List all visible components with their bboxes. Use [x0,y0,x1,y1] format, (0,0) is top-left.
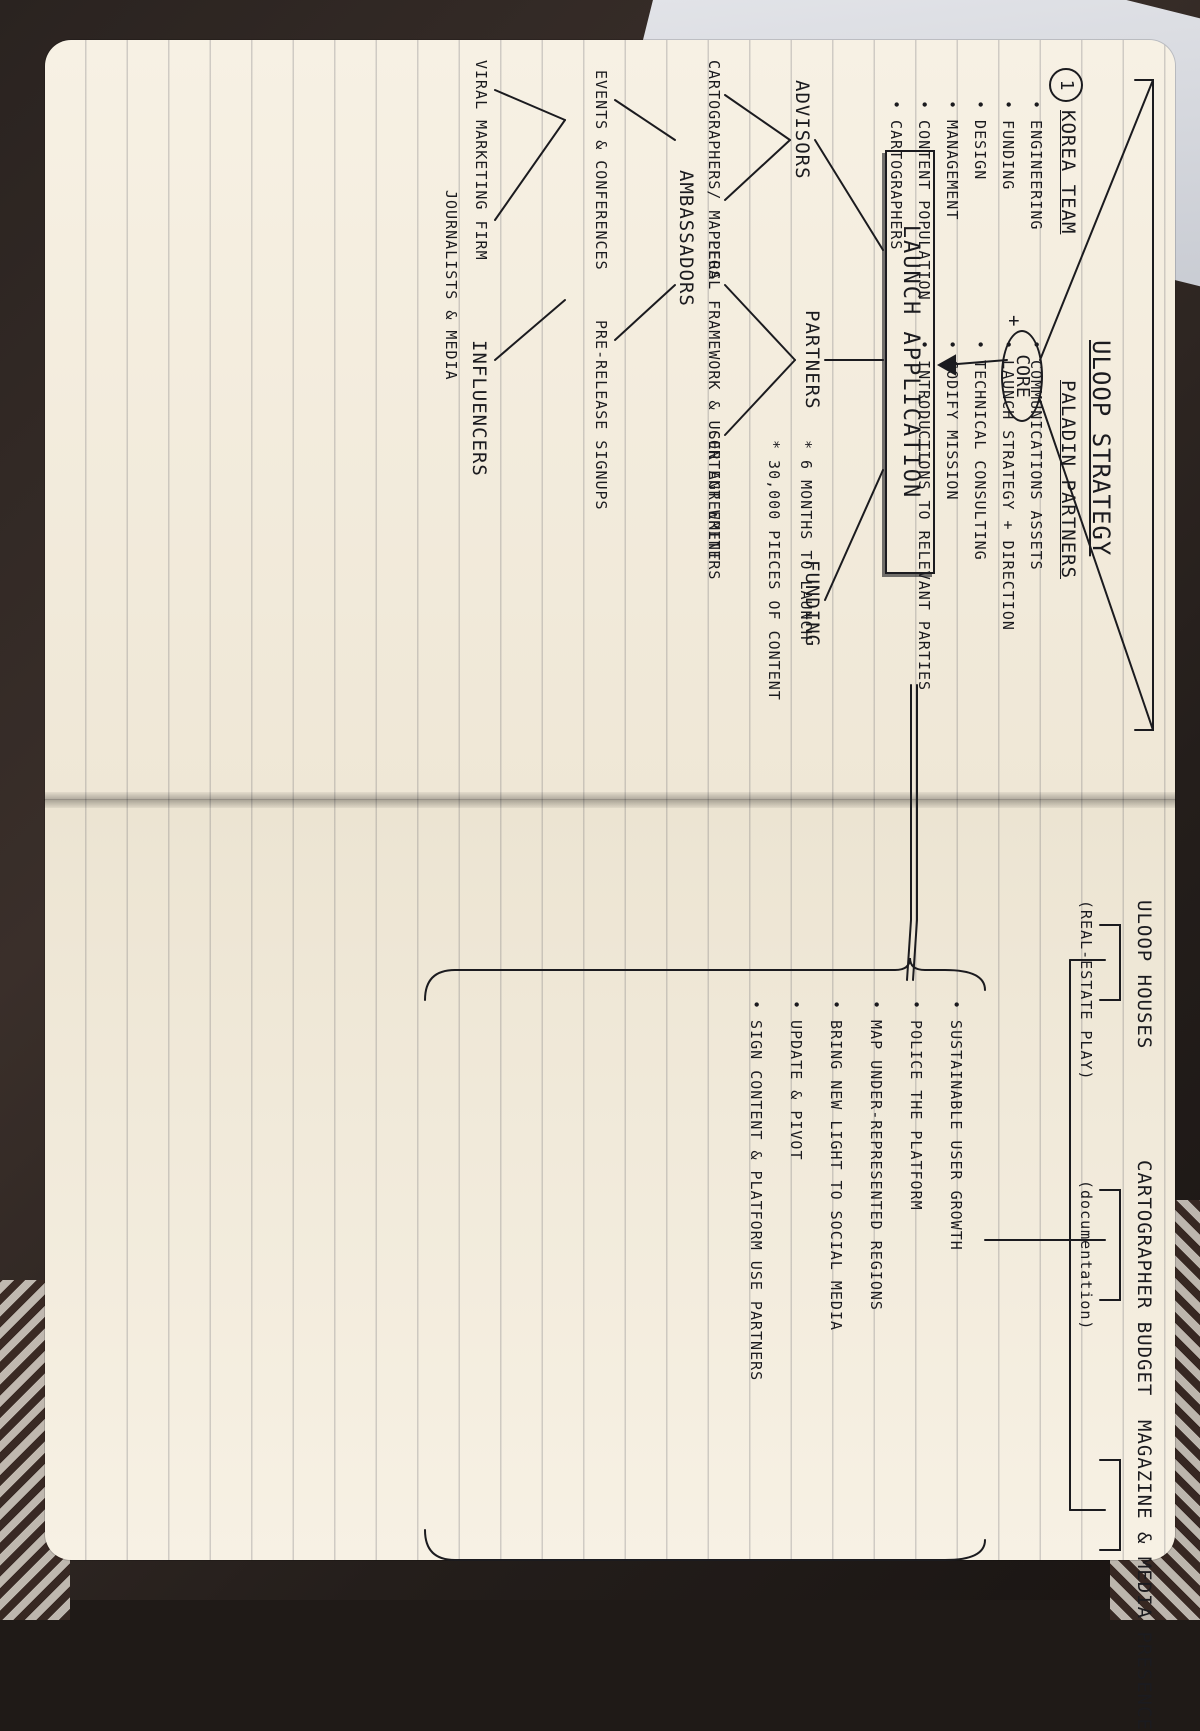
goals-brace-left [424,957,986,1001]
branch-uloop-houses-label: ULOOP HOUSES [1133,900,1155,1050]
branch-events [614,99,676,141]
tree-influencers: INFLUENCERS [468,340,490,477]
tree-events: EVENTS & CONFERENCES [592,70,610,271]
branch-journalists [494,119,566,221]
goal-item: • SIGN CONTENT & PLATFORM USE PARTNERS [747,1000,765,1382]
tree-journalists: JOURNALISTS & MEDIA [442,190,460,381]
bracket-magazine [1099,1459,1121,1551]
tree-ambassadors: AMBASSADORS [675,170,697,307]
branch-real-estate-label: (REAL-ESTATE PLAY) [1077,900,1095,1081]
goal-item: • POLICE THE PLATFORM [907,1000,925,1211]
korea-team-item: • ENGINEERING [1027,100,1045,231]
goals-brace-right [424,1529,986,1561]
goal-item: • SUSTAINABLE USER GROWTH [947,1000,965,1251]
goal-item: • UPDATE & PIVOT [787,1000,805,1161]
tree-content-writers: CONTENT WRITERS [705,430,723,581]
branch-ambassadors [724,139,791,201]
launch-to-goals-line-2 [906,684,912,981]
korea-team-item: • FUNDING [999,100,1017,191]
tree-funding: FUNDING [801,560,823,648]
korea-team-heading: KOREA TEAM [1057,110,1079,235]
arrow-head [936,354,956,376]
paladin-item: • TECHNICAL CONSULTING [971,340,989,561]
core-connector-right [1039,399,1154,731]
tree-viral-marketing: VIRAL MARKETING FIRM [472,60,490,261]
branch-cartographers [724,94,791,141]
notebook-spread: ULOOP STRATEGY 1 KOREA TEAM • ENGINEERIN… [45,40,1175,1731]
branch-legal [724,284,796,361]
goal-item: • MAP UNDER-REPRESENTED REGIONS [867,1000,885,1311]
step-number-badge: 1 [1049,68,1083,102]
diagram-connector-lines [424,79,1154,1561]
bracket-cartographer [1099,1189,1121,1301]
branch-magazine-label: MAGAZINE & MEDIA PRESENCE [1133,1420,1155,1731]
core-oval: CORE [1001,330,1043,422]
tree-partners: PARTNERS [801,310,823,410]
korea-team-item: • DESIGN [971,100,989,181]
tree-advisors: ADVISORS [791,80,813,180]
plus-sign: + [1003,315,1025,328]
branch-cartographer-budget-label: CARTOGRAPHER BUDGET [1133,1160,1155,1397]
paladin-item: • CODIFY MISSION [943,340,961,501]
branch-influencers [494,299,566,361]
paladin-partners-heading: PALADIN PARTNERS [1057,380,1079,580]
korea-team-item: • MANAGEMENT [943,100,961,221]
top-bracket-line [1134,79,1154,731]
branch-signups [614,284,676,341]
branch-documentation-label: (documentation) [1077,1180,1095,1331]
page-title: ULOOP STRATEGY [1087,340,1115,557]
note-content-count: * 30,000 PIECES OF CONTENT [765,440,783,701]
tree-signups: PRE-RELEASE SIGNUPS [592,320,610,511]
bracket-uloop-houses [1099,924,1121,1001]
launch-to-goals-line [912,684,918,981]
core-connector-left [1039,79,1154,361]
launch-application-box: LAUNCH APPLICATION [885,150,935,574]
branch-content-writers [724,359,796,436]
branch-advisors [814,139,884,251]
branch-viral [494,89,566,121]
branch-funding [824,469,884,601]
goal-item: • BRING NEW LIGHT TO SOCIAL MEDIA [827,1000,845,1332]
